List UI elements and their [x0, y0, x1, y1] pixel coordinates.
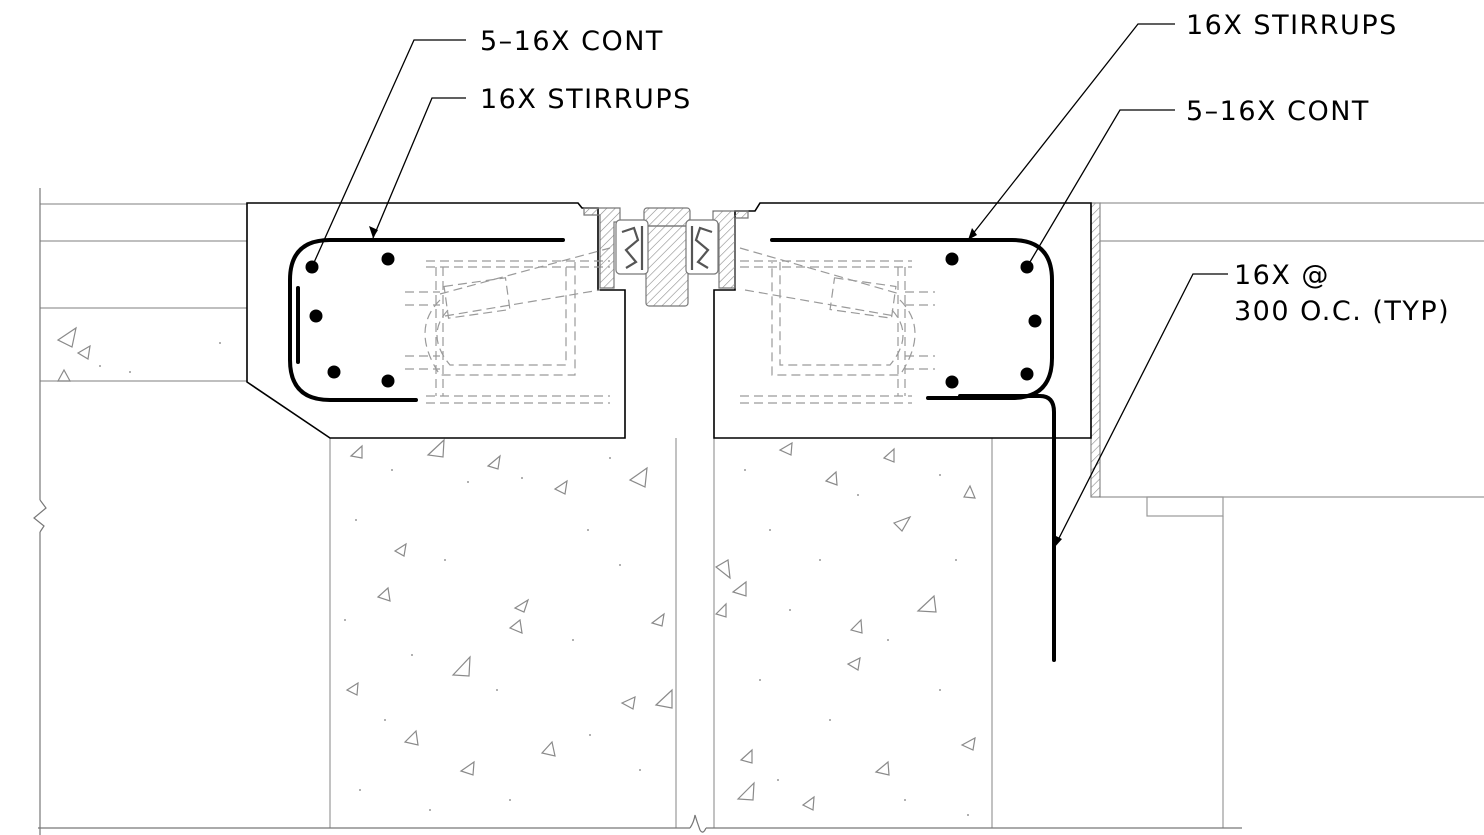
left-cont-bar: [381, 252, 395, 266]
right-deck-slab: [1090, 202, 1484, 828]
armour-angle-hatch: [1090, 202, 1101, 498]
leader-right-stirrups: [967, 23, 1175, 241]
right-cont-bar: [945, 252, 959, 266]
right-cont-bar: [1028, 314, 1042, 328]
joint-seal-assembly: [583, 207, 749, 307]
left-deck-slab: [33, 188, 247, 835]
label-left-stirrups: 16X STIRRUPS: [480, 84, 692, 115]
label-dowel-line1: 16X @: [1234, 260, 1330, 291]
label-dowel-line2: 300 O.C. (TYP): [1234, 296, 1450, 327]
label-right-stirrups: 16X STIRRUPS: [1186, 10, 1398, 41]
left-stirrup: [288, 238, 565, 402]
right-hidden-anchorage: [739, 247, 935, 404]
right-abutment-concrete: [713, 438, 993, 828]
left-nosing-block: [246, 202, 626, 439]
dowel-bar: [958, 394, 1056, 662]
leader-left-stirrups: [372, 97, 466, 239]
left-cont-bar: [327, 365, 341, 379]
leader-left-cont: [311, 39, 466, 268]
label-left-cont: 5–16X CONT: [480, 26, 664, 57]
left-reinforcement: [288, 238, 565, 402]
leader-right-cont: [1026, 109, 1175, 268]
label-right-cont: 5–16X CONT: [1186, 96, 1370, 127]
leaders: [311, 23, 1228, 549]
left-abutment-concrete: [329, 438, 677, 828]
right-nosing-block: [713, 202, 1092, 439]
right-cont-bar: [945, 375, 959, 389]
left-cont-bar: [309, 309, 323, 323]
baseline-break: [38, 814, 1242, 833]
leader-dowel: [1053, 273, 1228, 549]
right-reinforcement: [770, 238, 1056, 662]
right-cont-bar: [1020, 367, 1034, 381]
left-cont-bar: [381, 374, 395, 388]
left-hidden-anchorage: [405, 247, 611, 404]
